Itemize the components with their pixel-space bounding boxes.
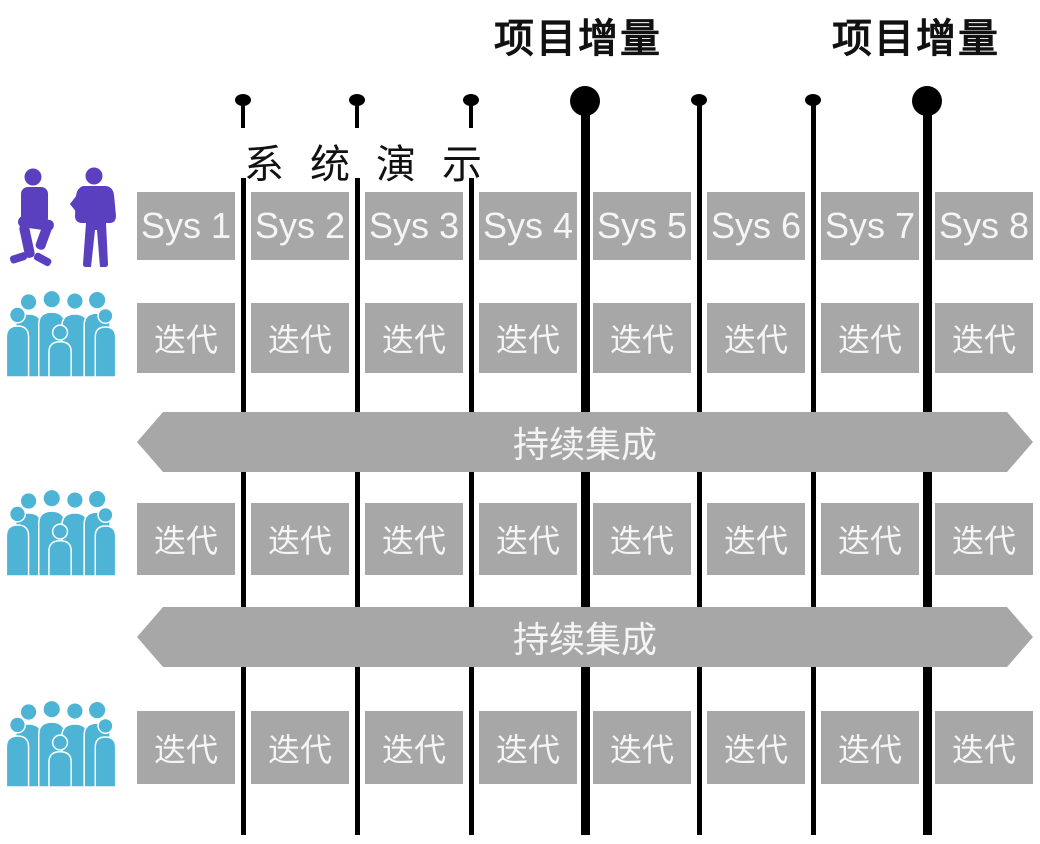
iteration-cell: 迭代 xyxy=(479,503,577,575)
iteration-cell: 迭代 xyxy=(251,503,349,575)
iteration-row-2: 迭代 迭代 迭代 迭代 迭代 迭代 迭代 迭代 xyxy=(137,503,1033,575)
system-demo-label: 系统演示 xyxy=(244,143,508,187)
iteration-boundary-line xyxy=(468,178,474,835)
iteration-cell: 迭代 xyxy=(365,711,463,784)
iteration-cell: 迭代 xyxy=(821,711,919,784)
iteration-cell: 迭代 xyxy=(251,303,349,373)
iteration-cell: 迭代 xyxy=(707,711,805,784)
iteration-cell: 迭代 xyxy=(479,711,577,784)
sys-cell: Sys 3 xyxy=(365,192,463,260)
iteration-cell: 迭代 xyxy=(479,303,577,373)
milestone-pin-icon xyxy=(463,94,479,106)
iteration-cell: 迭代 xyxy=(365,503,463,575)
iteration-cell: 迭代 xyxy=(821,303,919,373)
milestone-pin-stem xyxy=(241,104,245,128)
iteration-cell: 迭代 xyxy=(137,711,235,784)
sys-cell: Sys 1 xyxy=(137,192,235,260)
iteration-cell: 迭代 xyxy=(365,303,463,373)
iteration-cell: 迭代 xyxy=(251,711,349,784)
team-crowd-icon xyxy=(5,289,117,377)
milestone-pin-icon xyxy=(235,94,251,106)
program-increment-label: 项目增量 xyxy=(494,17,662,61)
milestone-pin-icon xyxy=(349,94,365,106)
team-crowd-icon xyxy=(5,488,117,576)
sys-cell: Sys 7 xyxy=(821,192,919,260)
iteration-cell: 迭代 xyxy=(137,503,235,575)
program-increment-label: 项目增量 xyxy=(832,17,1000,61)
iteration-row-3: 迭代 迭代 迭代 迭代 迭代 迭代 迭代 迭代 xyxy=(137,711,1033,784)
iteration-cell: 迭代 xyxy=(935,303,1033,373)
milestone-pin-stem xyxy=(355,104,359,128)
business-people-icon xyxy=(9,167,116,267)
continuous-integration-bar: 持续集成 xyxy=(137,412,1033,472)
continuous-integration-label: 持续集成 xyxy=(512,424,657,465)
sys-cell: Sys 4 xyxy=(479,192,577,260)
increment-pin-icon xyxy=(570,86,600,116)
iteration-cell: 迭代 xyxy=(137,303,235,373)
increment-pin-icon xyxy=(912,86,942,116)
sys-cell: Sys 6 xyxy=(707,192,805,260)
milestone-pin-icon xyxy=(691,94,707,106)
iteration-cell: 迭代 xyxy=(593,303,691,373)
iteration-cell: 迭代 xyxy=(821,503,919,575)
system-row: Sys 1 Sys 2 Sys 3 Sys 4 Sys 5 Sys 6 Sys … xyxy=(137,192,1033,260)
sys-cell: Sys 8 xyxy=(935,192,1033,260)
iteration-cell: 迭代 xyxy=(707,303,805,373)
sys-cell: Sys 5 xyxy=(593,192,691,260)
iteration-cell: 迭代 xyxy=(707,503,805,575)
iteration-cell: 迭代 xyxy=(935,503,1033,575)
iteration-cell: 迭代 xyxy=(935,711,1033,784)
sys-cell: Sys 2 xyxy=(251,192,349,260)
iteration-boundary-line xyxy=(240,178,246,835)
iteration-boundary-line xyxy=(354,178,360,835)
team-crowd-icon xyxy=(5,699,117,787)
iteration-cell: 迭代 xyxy=(593,711,691,784)
continuous-integration-bar: 持续集成 xyxy=(137,607,1033,667)
iteration-cell: 迭代 xyxy=(593,503,691,575)
continuous-integration-label: 持续集成 xyxy=(512,619,657,660)
milestone-pin-stem xyxy=(469,104,473,128)
milestone-pin-icon xyxy=(805,94,821,106)
iteration-row-1: 迭代 迭代 迭代 迭代 迭代 迭代 迭代 迭代 xyxy=(137,303,1033,373)
